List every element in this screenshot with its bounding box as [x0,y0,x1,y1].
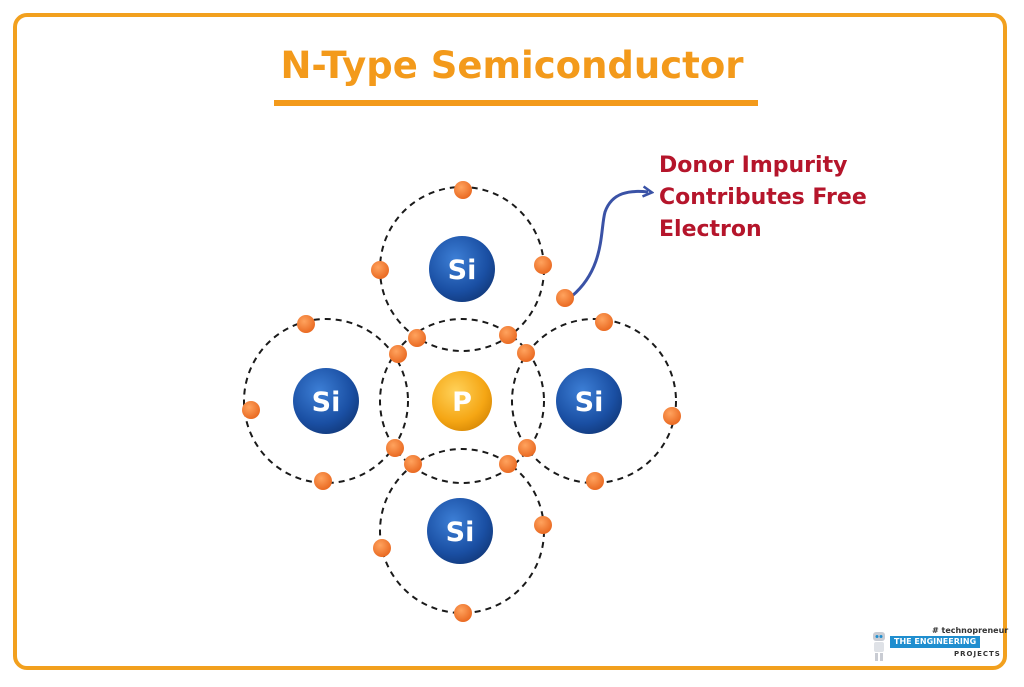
electron [404,455,422,473]
atom-bottom: Si [427,498,493,564]
electron [242,401,260,419]
atom-center: P [432,371,492,431]
electron [518,439,536,457]
electron [408,329,426,347]
atom-right: Si [556,368,622,434]
electron [373,539,391,557]
electron [517,344,535,362]
electron [386,439,404,457]
brand-logo: # technopreneur THE ENGINEERING PROJECTS [870,626,1008,666]
title-underline [274,100,758,106]
border-frame [13,13,1007,670]
electron [314,472,332,490]
annotation-line: Donor Impurity [659,153,848,178]
electron [297,315,315,333]
electron [663,407,681,425]
robot-icon [873,632,885,661]
electron [454,181,472,199]
donor-annotation: Donor Impurity Contributes Free Electron [659,150,899,246]
electron [389,345,407,363]
logo-name: THE ENGINEERING [890,636,981,648]
electron [499,455,517,473]
annotation-line: Electron [659,217,762,242]
electron [586,472,604,490]
atom-label: Si [448,255,477,286]
page-title: N-Type Semiconductor [280,44,744,87]
logo-tagline: # technopreneur [932,626,1009,635]
electron [595,313,613,331]
electron [534,256,552,274]
logo-sub: PROJECTS [954,650,1001,658]
orbit-right [511,318,677,484]
atom-label: Si [446,517,475,548]
atom-left: Si [293,368,359,434]
atom-label: Si [312,387,341,418]
annotation-line: Contributes Free [659,185,867,210]
orbit-left [243,318,409,484]
free-electron [556,289,574,307]
free-electron-arrow [571,191,648,298]
electron [371,261,389,279]
electron [499,326,517,344]
atom-top: Si [429,236,495,302]
orbit-center [379,318,545,484]
electron [534,516,552,534]
atom-label: Si [575,387,604,418]
electron [454,604,472,622]
atom-label: P [452,387,472,418]
